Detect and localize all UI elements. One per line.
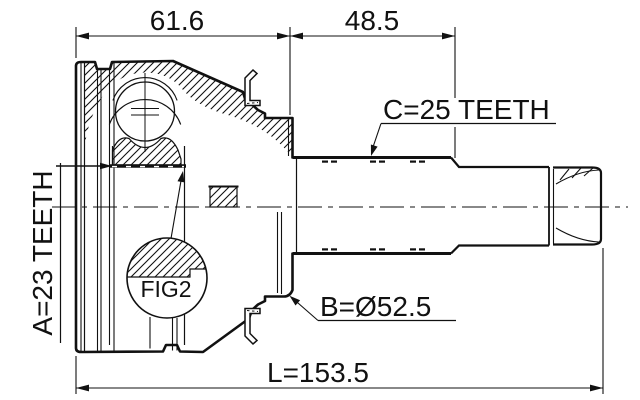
clip-shape xyxy=(244,307,261,346)
leader-arrow xyxy=(289,295,301,306)
snap-ring-clip-top xyxy=(244,68,261,107)
shaft-smooth-top xyxy=(450,156,549,169)
dim-arrow xyxy=(290,32,303,40)
dim-text-length: L=153.5 xyxy=(267,357,369,388)
shaft-smooth-bottom xyxy=(450,244,549,255)
clip-shape xyxy=(244,68,261,107)
label-fig2: FIG2 xyxy=(140,276,191,302)
clip-hatch-dash xyxy=(246,310,259,312)
dim-arrow xyxy=(76,32,89,40)
snap-ring-clip-bottom xyxy=(244,307,261,346)
fig2-hatch xyxy=(127,238,206,277)
leader-arrow xyxy=(370,144,378,156)
label-outer-spline: C=25 TEETH xyxy=(370,94,556,156)
fig2-leader-line xyxy=(170,174,183,239)
dimension-overall-length: L=153.5 xyxy=(75,248,604,394)
shaft xyxy=(293,156,603,255)
housing-wall-hatch xyxy=(81,61,293,157)
spline-dashes xyxy=(322,160,425,251)
thread-stub-outline xyxy=(553,166,603,246)
thread-tick-marks xyxy=(559,167,594,181)
detail-circle-fig2: FIG2 xyxy=(126,171,208,319)
dimension-housing-width: 61.6 xyxy=(75,5,291,115)
dim-arrow xyxy=(442,32,455,40)
dim-text-61-6: 61.6 xyxy=(150,5,205,36)
dim-arrow xyxy=(277,32,290,40)
dim-text-48-5: 48.5 xyxy=(345,5,400,36)
dim-arrow xyxy=(590,384,603,392)
dimension-spline-width: 48.5 xyxy=(290,5,456,158)
leader-line xyxy=(293,299,319,321)
ball-and-race xyxy=(108,73,239,208)
hub-section xyxy=(209,185,238,208)
label-body-diameter: B=Ø52.5 xyxy=(289,291,456,322)
label-c-teeth: C=25 TEETH xyxy=(383,94,550,125)
dim-arrow xyxy=(76,384,89,392)
label-inner-spline: A=23 TEETH xyxy=(27,162,112,343)
thread-chamfer-curve xyxy=(555,227,600,243)
fig2-leader-arrow xyxy=(177,171,185,183)
clip-hatch-dash xyxy=(246,102,259,104)
fig2-step-line xyxy=(127,268,206,278)
label-a-teeth: A=23 TEETH xyxy=(27,170,58,335)
thread-chamfer-curve xyxy=(555,169,600,185)
leader-arrow xyxy=(100,162,112,170)
label-b-diameter: B=Ø52.5 xyxy=(320,291,431,322)
housing-outline-top xyxy=(74,59,298,160)
